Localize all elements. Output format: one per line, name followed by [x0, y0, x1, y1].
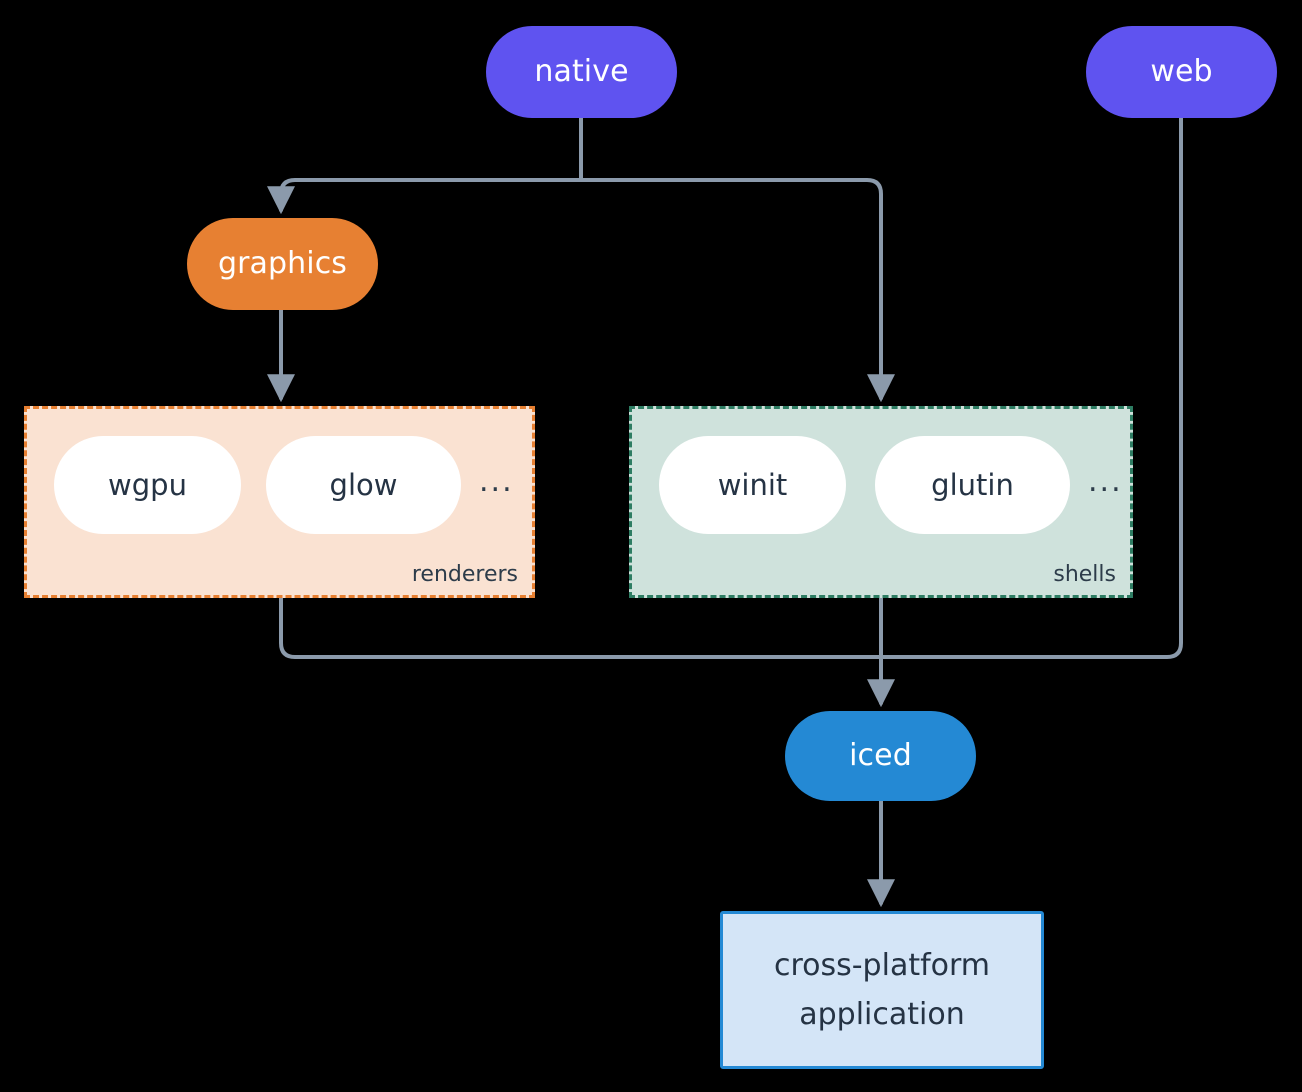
- application-label-line2: application: [799, 997, 965, 1032]
- edge-renderers-iced: [279, 596, 883, 659]
- node-graphics-label: graphics: [217, 246, 348, 282]
- group-renderers[interactable]: wgpu glow ... renderers: [24, 406, 535, 598]
- node-glutin[interactable]: glutin: [875, 436, 1070, 534]
- edge-web-iced: [879, 116, 1183, 659]
- application-label-line1: cross-platform: [773, 947, 991, 983]
- group-shells-label: shells: [1053, 562, 1116, 587]
- edge-native-shells: [579, 178, 895, 403]
- node-iced[interactable]: iced: [785, 711, 976, 801]
- node-winit-label: winit: [717, 468, 788, 502]
- node-native[interactable]: native: [486, 26, 677, 118]
- node-web-label: web: [1150, 54, 1213, 90]
- shells-more-ellipsis: ...: [1088, 464, 1123, 499]
- edge-native-graphics: [267, 178, 583, 215]
- node-wgpu[interactable]: wgpu: [54, 436, 241, 534]
- node-wgpu-label: wgpu: [108, 468, 187, 502]
- node-iced-label: iced: [849, 738, 912, 774]
- group-shells[interactable]: winit glutin ... shells: [629, 406, 1133, 598]
- node-cross-platform-application[interactable]: cross-platform application: [720, 911, 1044, 1069]
- group-renderers-label: renderers: [411, 562, 518, 587]
- node-graphics[interactable]: graphics: [187, 218, 378, 310]
- node-native-label: native: [534, 54, 629, 90]
- node-glow-label: glow: [329, 468, 398, 502]
- node-web[interactable]: web: [1086, 26, 1277, 118]
- node-glow[interactable]: glow: [266, 436, 461, 534]
- node-glutin-label: glutin: [931, 468, 1014, 502]
- renderers-more-ellipsis: ...: [479, 464, 514, 499]
- node-winit[interactable]: winit: [659, 436, 846, 534]
